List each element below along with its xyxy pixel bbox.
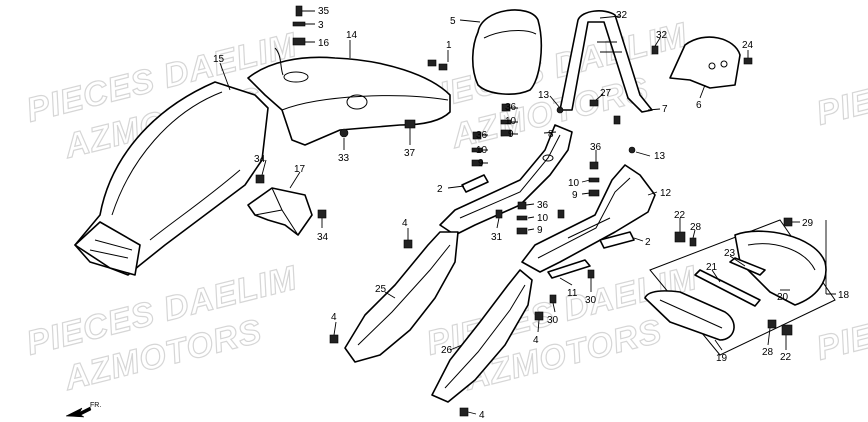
callout-23: 23	[724, 248, 736, 259]
callout-9: 9	[478, 158, 484, 169]
part-seat-pad	[471, 9, 543, 95]
callout-10: 10	[505, 116, 517, 127]
part-grab-assembly	[644, 219, 836, 356]
callout-28: 28	[690, 222, 702, 233]
callout-34: 34	[254, 154, 266, 165]
callout-30: 30	[585, 295, 597, 306]
callout-37: 37	[404, 148, 416, 159]
callout-2: 2	[437, 184, 443, 195]
callout-1: 1	[446, 40, 452, 51]
part-rear-fender	[247, 47, 451, 146]
callout-28: 28	[762, 347, 774, 358]
callout-12: 12	[660, 188, 672, 199]
part-backrest-tube	[559, 10, 653, 113]
callout-6: 6	[696, 100, 702, 111]
part-right-frame-rail	[521, 164, 656, 273]
callout-10: 10	[568, 178, 580, 189]
callout-22: 22	[674, 210, 686, 221]
callout-4: 4	[533, 335, 539, 346]
callout-36: 36	[537, 200, 549, 211]
callout-9: 9	[537, 225, 543, 236]
callout-4: 4	[479, 410, 485, 421]
part-left-frame-rail	[439, 124, 573, 236]
part-inner-fender	[74, 81, 269, 276]
callout-20: 20	[777, 292, 789, 303]
callout-19: 19	[716, 353, 728, 364]
callout-32: 32	[656, 30, 668, 41]
callout-27: 27	[600, 88, 612, 99]
arrow-icon	[65, 406, 92, 418]
callout-21: 21	[706, 262, 718, 273]
callout-32: 32	[616, 10, 628, 21]
callout-17: 17	[294, 164, 306, 175]
callout-18: 18	[838, 290, 850, 301]
part-bracket	[247, 187, 313, 236]
callout-22: 22	[780, 352, 792, 363]
callout-36: 36	[505, 102, 517, 113]
callout-26: 26	[441, 345, 453, 356]
callout-3: 3	[318, 20, 324, 31]
hardware	[255, 5, 793, 417]
callout-35: 35	[318, 6, 330, 17]
callout-24: 24	[742, 40, 754, 51]
part-pads	[461, 174, 635, 279]
callout-11: 11	[567, 288, 578, 299]
callout-2: 2	[645, 237, 651, 248]
callout-4: 4	[331, 312, 337, 323]
callout-25: 25	[375, 284, 387, 295]
callout-9: 9	[572, 190, 578, 201]
direction-label: FR.	[90, 402, 101, 409]
callout-36: 36	[590, 142, 602, 153]
callout-16: 16	[318, 38, 330, 49]
callout-4: 4	[402, 218, 408, 229]
part-backrest-plate	[669, 36, 741, 89]
callout-15: 15	[213, 54, 225, 65]
callout-13: 13	[654, 151, 666, 162]
callout-9: 9	[508, 129, 514, 140]
callout-30: 30	[547, 315, 559, 326]
part-side-cover-26	[431, 269, 533, 403]
callout-8: 8	[548, 129, 554, 140]
callout-36: 36	[476, 130, 488, 141]
callout-labels: 35 3 16 14 1 15 5 32 32 24 6 13 36 10 9 …	[213, 6, 850, 421]
part-side-cover-25	[344, 231, 459, 363]
callout-14: 14	[346, 30, 358, 41]
callout-7: 7	[662, 104, 668, 115]
callout-34: 34	[317, 232, 329, 243]
callout-5: 5	[450, 16, 456, 27]
front-direction-indicator: FR.	[65, 402, 101, 418]
watermark-line1: PIECES DAELIM	[813, 29, 868, 133]
callout-13: 13	[538, 90, 550, 101]
leader-lines	[219, 10, 836, 415]
callout-31: 31	[491, 232, 503, 243]
callout-10: 10	[476, 145, 488, 156]
callout-29: 29	[802, 218, 814, 229]
callout-10: 10	[537, 213, 549, 224]
callout-33: 33	[338, 153, 350, 164]
